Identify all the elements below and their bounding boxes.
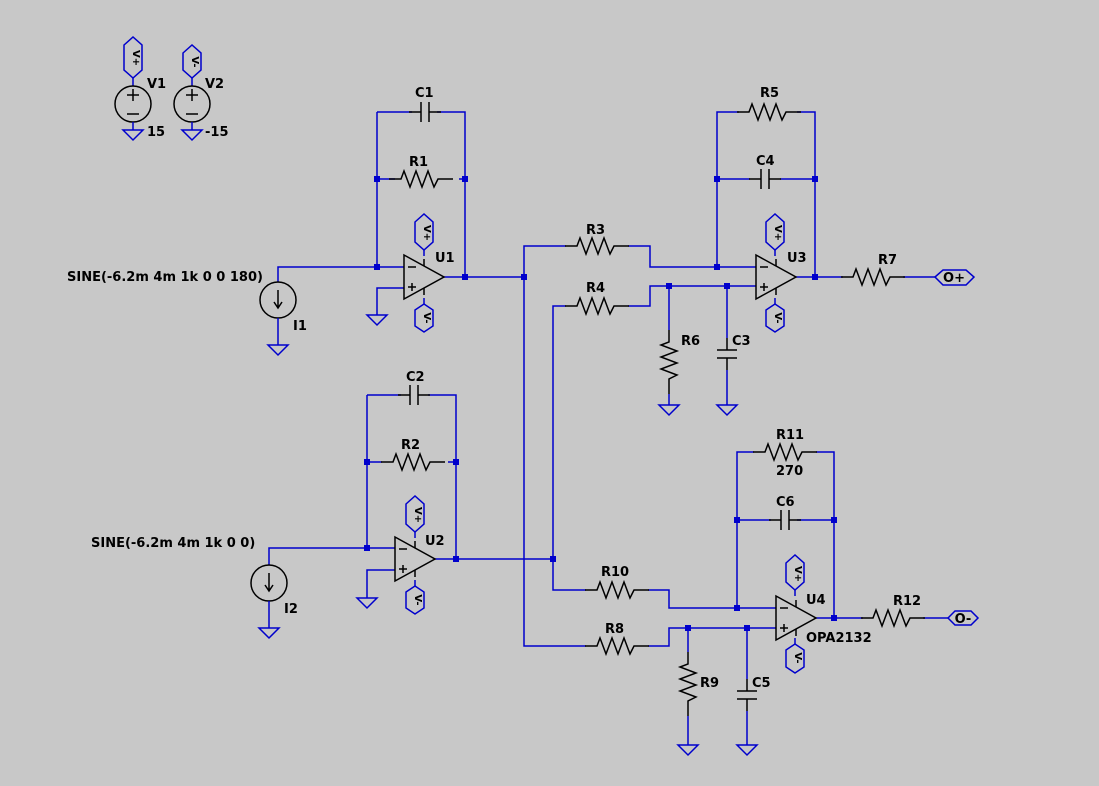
capacitor-c6[interactable]: C6 xyxy=(768,495,802,531)
supply-flag-u3-pos: V+ xyxy=(765,212,785,252)
svg-text:V+: V+ xyxy=(421,225,432,241)
svg-text:R3: R3 xyxy=(586,223,605,238)
opamp-u2[interactable]: U2 xyxy=(394,534,445,582)
svg-text:R5: R5 xyxy=(760,86,779,101)
resistor-r5[interactable]: R5 xyxy=(736,86,802,121)
v1-value: 15 xyxy=(147,125,165,140)
supply-flag-u1-pos: V+ xyxy=(414,212,434,252)
svg-text:C4: C4 xyxy=(756,154,775,169)
ground-c5 xyxy=(736,744,758,756)
supply-flag-u3-neg: V- xyxy=(765,303,785,333)
current-source-i1[interactable]: I1 SINE(-6.2m 4m 1k 0 0 180) xyxy=(67,270,307,356)
opamp-u3[interactable]: U3 xyxy=(755,251,807,300)
ground-u1 xyxy=(366,314,388,326)
capacitor-c1[interactable]: C1 xyxy=(408,86,442,123)
junction-dots xyxy=(364,176,837,631)
i1-name: I1 xyxy=(293,319,307,334)
svg-text:R11: R11 xyxy=(776,428,804,443)
capacitor-c5[interactable]: C5 xyxy=(736,676,771,712)
ground-r9 xyxy=(677,744,699,756)
resistor-r11[interactable]: R11 270 xyxy=(752,428,818,479)
svg-text:R1: R1 xyxy=(409,155,428,170)
svg-text:V-: V- xyxy=(421,312,432,323)
i1-value: SINE(-6.2m 4m 1k 0 0 180) xyxy=(67,270,263,285)
svg-text:V+: V+ xyxy=(412,507,423,523)
svg-text:R9: R9 xyxy=(700,676,719,691)
svg-text:C5: C5 xyxy=(752,676,771,691)
stage-u2-wires xyxy=(268,394,553,598)
svg-text:O+: O+ xyxy=(943,271,965,286)
output-port-negative[interactable]: O- xyxy=(946,610,980,627)
resistor-r9[interactable]: R9 xyxy=(679,651,719,717)
svg-text:V+: V+ xyxy=(130,50,141,66)
svg-text:V-: V- xyxy=(772,312,783,323)
svg-text:U1: U1 xyxy=(435,251,455,266)
svg-text:C3: C3 xyxy=(732,334,751,349)
resistor-r1[interactable]: R1 xyxy=(388,155,454,188)
svg-text:O-: O- xyxy=(955,612,972,627)
svg-text:R6: R6 xyxy=(681,334,700,349)
bus-wires xyxy=(523,245,776,647)
output-port-positive[interactable]: O+ xyxy=(933,269,976,286)
svg-text:C2: C2 xyxy=(406,370,425,385)
v2-value: -15 xyxy=(205,125,229,140)
stage-u1-wires xyxy=(277,111,524,315)
capacitor-c3[interactable]: C3 xyxy=(716,334,751,371)
capacitor-c2[interactable]: C2 xyxy=(397,370,431,406)
opamp-u4[interactable]: U4 OPA2132 xyxy=(775,593,872,646)
svg-text:U2: U2 xyxy=(425,534,445,549)
svg-text:V-: V- xyxy=(412,594,423,605)
resistor-r6[interactable]: R6 xyxy=(660,329,700,395)
stage-u4-wires xyxy=(687,451,948,745)
supply-flag-u1-neg: V- xyxy=(414,303,434,333)
stage-u3-wires xyxy=(668,111,935,405)
supply-flag-u4-neg: V- xyxy=(785,643,805,674)
svg-text:V+: V+ xyxy=(772,225,783,241)
v2-name: V2 xyxy=(205,77,224,92)
svg-text:R12: R12 xyxy=(893,594,921,609)
ground-c3 xyxy=(716,404,738,416)
resistor-r2[interactable]: R2 xyxy=(380,438,446,471)
resistor-r8[interactable]: R8 xyxy=(584,622,650,655)
svg-text:R10: R10 xyxy=(601,565,629,580)
svg-text:V+: V+ xyxy=(792,566,803,582)
svg-text:U3: U3 xyxy=(787,251,807,266)
ground-r6 xyxy=(658,404,680,416)
supply-flag-u4-pos: V+ xyxy=(785,553,805,592)
resistor-r4[interactable]: R4 xyxy=(564,281,630,315)
current-source-i2[interactable]: I2 SINE(-6.2m 4m 1k 0 0) xyxy=(91,536,298,639)
svg-text:R2: R2 xyxy=(401,438,420,453)
resistor-r7[interactable]: R7 xyxy=(840,253,906,286)
resistor-r3[interactable]: R3 xyxy=(564,223,630,255)
opamp-u1[interactable]: U1 xyxy=(403,251,455,300)
resistor-r10[interactable]: R10 xyxy=(584,565,650,599)
capacitor-c4[interactable]: C4 xyxy=(748,154,782,190)
supply-flag-u2-pos: V+ xyxy=(405,494,425,534)
resistor-r12[interactable]: R12 xyxy=(860,594,926,627)
voltage-source-v2[interactable]: V- V2 -15 xyxy=(173,43,229,142)
svg-text:C1: C1 xyxy=(415,86,434,101)
svg-text:C6: C6 xyxy=(776,495,795,510)
svg-text:R7: R7 xyxy=(878,253,897,268)
svg-text:R4: R4 xyxy=(586,281,605,296)
svg-text:U4: U4 xyxy=(806,593,826,608)
svg-text:R8: R8 xyxy=(605,622,624,637)
svg-text:V-: V- xyxy=(792,652,803,663)
supply-flag-u2-neg: V- xyxy=(405,585,425,615)
voltage-source-v1[interactable]: V+ V1 15 xyxy=(114,35,166,142)
v1-name: V1 xyxy=(147,77,166,92)
svg-text:V-: V- xyxy=(189,56,200,67)
i2-name: I2 xyxy=(284,602,298,617)
i2-value: SINE(-6.2m 4m 1k 0 0) xyxy=(91,536,255,551)
svg-text:270: 270 xyxy=(776,464,803,479)
svg-text:OPA2132: OPA2132 xyxy=(806,631,872,646)
ground-u2 xyxy=(356,597,378,609)
